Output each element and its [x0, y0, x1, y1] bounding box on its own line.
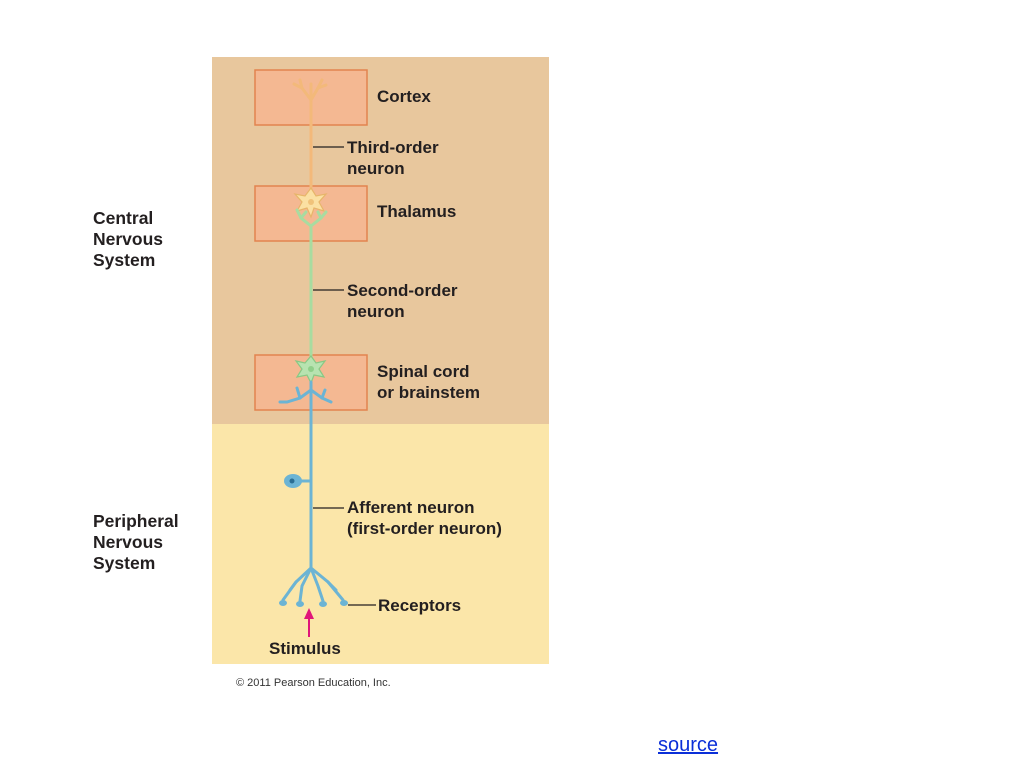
third-order-neuron-label: Third-order neuron [347, 138, 439, 178]
copyright-notice: © 2011 Pearson Education, Inc. [236, 677, 391, 689]
second-order-neuron-label: Second-order neuron [347, 281, 458, 321]
stimulus-label: Stimulus [269, 639, 341, 658]
leader-lines [313, 146, 376, 606]
spinal-cord-label: Spinal cord or brainstem [377, 362, 480, 402]
second-order-neuron [295, 208, 328, 367]
stimulus-arrow [304, 608, 314, 637]
afferent-cell-body [284, 474, 302, 488]
cortex-label: Cortex [377, 87, 431, 106]
afferent-neuron [278, 380, 345, 603]
pns-label: Peripheral Nervous System [93, 511, 179, 573]
receptor-endings [279, 600, 348, 607]
third-order-neuron [292, 78, 328, 197]
afferent-neuron-label: Afferent neuron (first-order neuron) [347, 498, 502, 538]
third-order-cell-body [293, 186, 328, 219]
receptors-label: Receptors [378, 596, 462, 615]
cns-label: Central Nervous System [93, 208, 164, 270]
thalamus-label: Thalamus [377, 202, 457, 221]
source-link[interactable]: source [658, 734, 719, 756]
pns-background [212, 424, 549, 664]
